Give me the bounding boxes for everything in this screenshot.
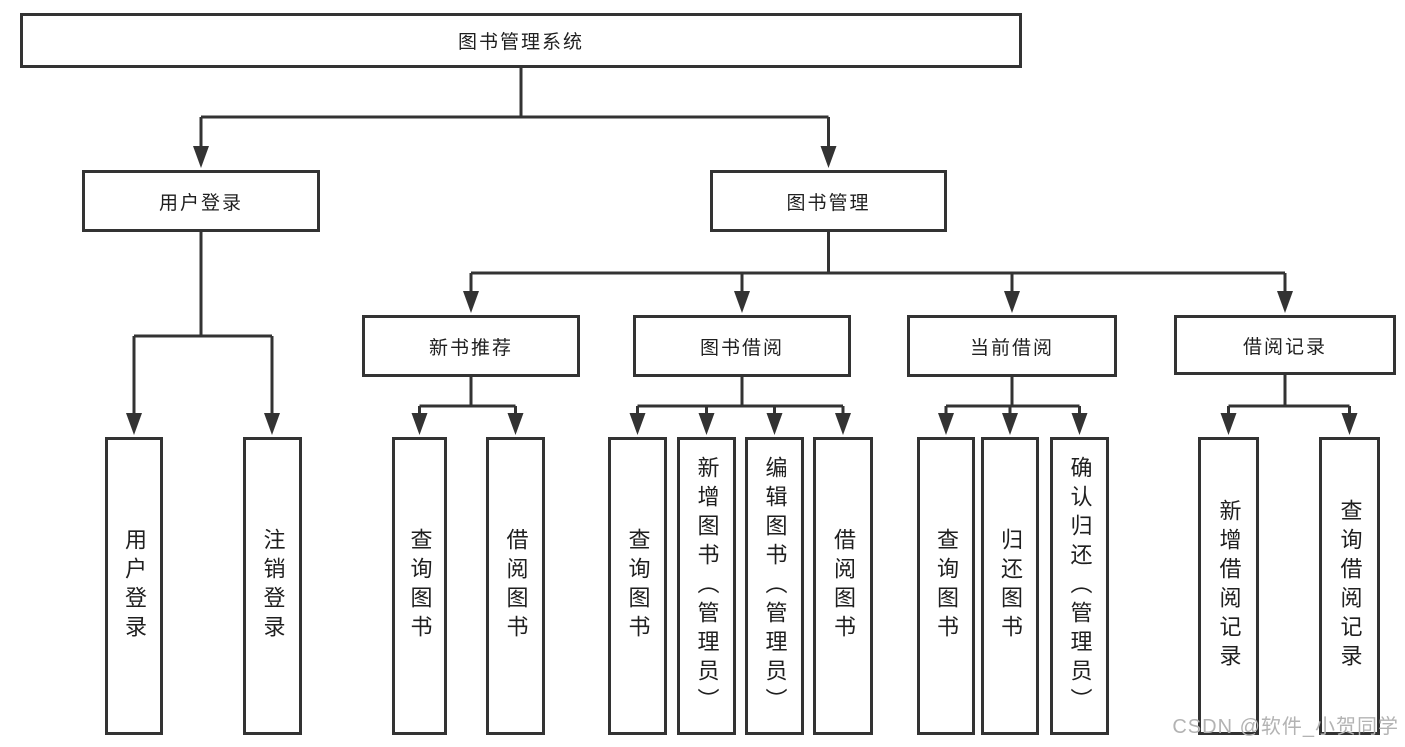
node-current-borrow-label: 当前借阅 [969,337,1054,359]
arrow-icon [126,413,142,435]
node-new-book-recommend-label: 新书推荐 [428,337,513,359]
csdn-watermark: CSDN @软件_小贺同学 [1172,716,1399,738]
leaf-label: 查询图书 [934,528,959,644]
arrow-icon [1002,413,1018,435]
arrowheads [126,146,1358,435]
arrow-icon [629,413,646,435]
leaf-query-books: 查询图书 [392,437,447,735]
arrow-icon [835,413,851,435]
leaf-label: 新增借阅记录 [1216,499,1242,673]
arrow-icon [820,146,837,168]
arrow-icon [1004,291,1020,313]
leaf-label: 查询图书 [407,528,433,644]
node-book-management: 图书管理 [710,170,947,232]
leaf-label: 归还图书 [998,528,1023,644]
leaf-label: 借阅图书 [831,528,856,644]
leaf-user-login: 用户登录 [105,437,163,735]
leaf-label: 编辑图书（管理员） [762,455,788,717]
leaf-confirm-return-admin: 确认归还（管理员） [1050,437,1109,735]
arrow-icon [734,291,750,313]
arrow-icon [1277,291,1293,313]
leaf-label: 查询借阅记录 [1337,499,1363,673]
leaf-query-borrow-record: 查询借阅记录 [1319,437,1380,735]
connector-paths [132,68,1351,416]
node-borrow-records: 借阅记录 [1174,315,1396,375]
leaf-label: 借阅图书 [503,528,529,644]
leaf-return-book: 归还图书 [981,437,1039,735]
leaf-label: 确认归还（管理员） [1067,455,1093,717]
leaf-add-borrow-record: 新增借阅记录 [1198,437,1259,735]
arrow-icon [698,413,715,435]
arrow-icon [1341,413,1358,435]
leaf-logout: 注销登录 [243,437,302,735]
arrow-icon [507,413,524,435]
arrow-icon [193,146,209,168]
arrow-icon [938,413,954,435]
leaf-query-books-3: 查询图书 [917,437,975,735]
node-book-management-label: 图书管理 [786,192,871,214]
arrow-icon [1220,413,1237,435]
arrow-icon [411,413,428,435]
arrow-icon [264,413,280,435]
node-root-label: 图书管理系统 [457,32,584,53]
leaf-label: 新增图书（管理员） [694,455,720,717]
arrow-icon [766,413,783,435]
leaf-query-books-2: 查询图书 [608,437,667,735]
node-user-login-label: 用户登录 [158,192,243,214]
node-borrow-records-label: 借阅记录 [1242,336,1327,358]
node-book-borrow-label: 图书借阅 [699,337,784,359]
node-new-book-recommend: 新书推荐 [362,315,580,377]
leaf-edit-book-admin: 编辑图书（管理员） [745,437,804,735]
node-book-borrow: 图书借阅 [633,315,851,377]
leaf-label: 用户登录 [122,528,147,644]
leaf-borrow-books-2: 借阅图书 [813,437,873,735]
arrow-icon [463,291,479,313]
leaf-add-book-admin: 新增图书（管理员） [677,437,736,735]
leaf-label: 查询图书 [625,528,651,644]
node-root: 图书管理系统 [20,13,1022,68]
node-user-login: 用户登录 [82,170,320,232]
arrow-icon [1071,413,1088,435]
leaf-label: 注销登录 [260,528,286,644]
node-current-borrow: 当前借阅 [907,315,1117,377]
leaf-borrow-books: 借阅图书 [486,437,545,735]
